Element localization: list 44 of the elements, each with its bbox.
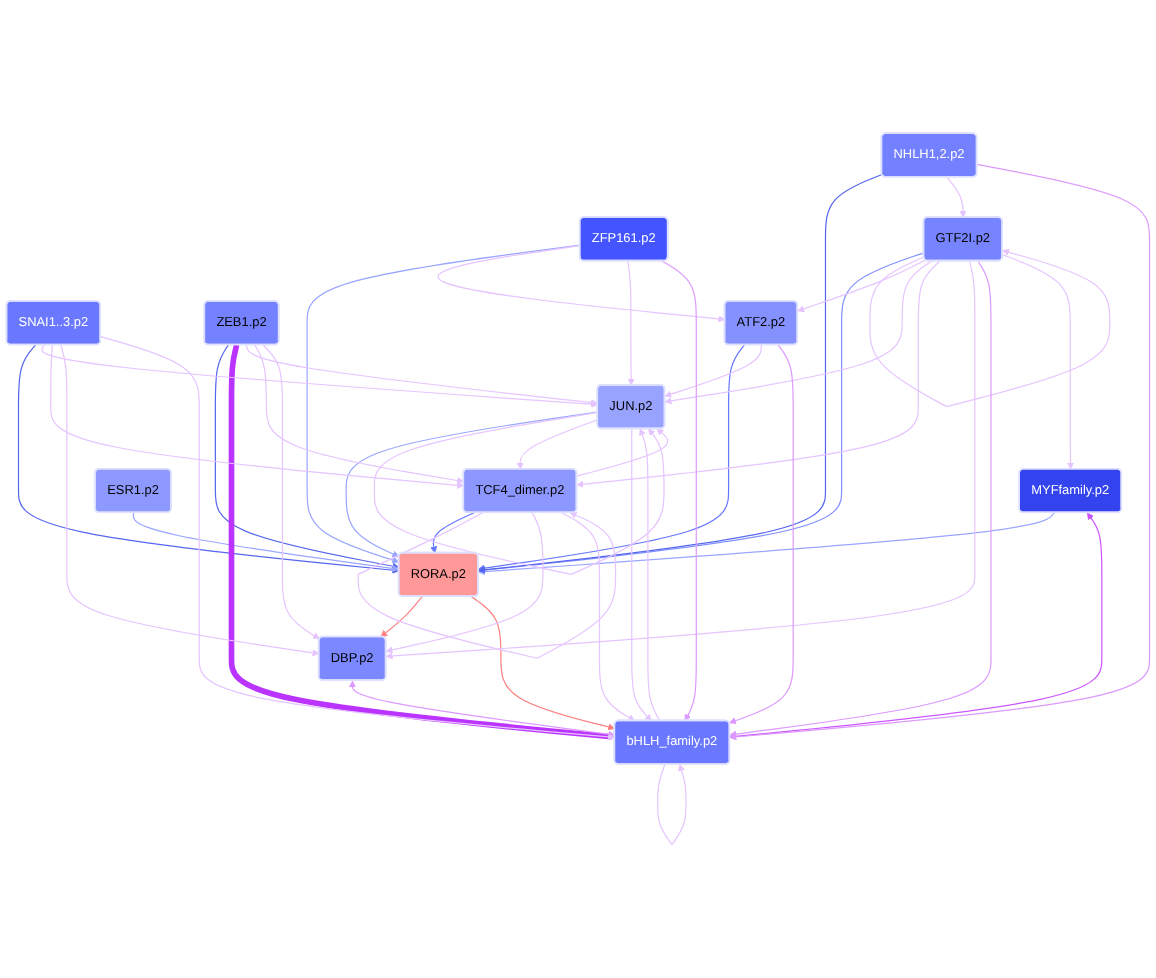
arrow [385, 260, 976, 660]
arrow [728, 344, 794, 725]
arrow [946, 176, 967, 218]
arrow [639, 428, 661, 722]
arrow [345, 411, 599, 558]
arrow [664, 344, 762, 398]
arrow [729, 260, 992, 738]
arrow [245, 344, 598, 407]
arrow [561, 512, 635, 722]
arrow [576, 428, 669, 477]
arrow [1001, 254, 1075, 470]
arrow [657, 763, 687, 846]
arrow [50, 344, 464, 489]
arrow [661, 260, 697, 722]
arrow [437, 245, 726, 323]
arrow [478, 173, 883, 574]
arrow [100, 336, 616, 741]
arrow [576, 260, 941, 488]
arrow [262, 344, 320, 640]
arrow [516, 419, 599, 470]
arrow [373, 411, 665, 575]
arrow [478, 512, 1055, 576]
arrow [478, 252, 925, 574]
arrow [132, 512, 400, 572]
arrow [478, 344, 746, 572]
arrow [631, 428, 652, 722]
arrow [729, 163, 1151, 741]
arrow [869, 248, 1111, 408]
arrow [348, 680, 616, 738]
arrow [470, 595, 616, 731]
arrow [214, 344, 400, 570]
arrow [228, 344, 616, 740]
arrow [41, 344, 598, 408]
arrow [60, 344, 320, 657]
arrow [17, 344, 400, 574]
arrow [380, 595, 423, 638]
arrow [430, 512, 475, 554]
arrow [797, 259, 926, 313]
arrow [357, 512, 617, 659]
arrow [254, 344, 464, 484]
arrow [627, 260, 635, 386]
arrow [664, 260, 933, 405]
arrow [385, 512, 544, 654]
arrow [306, 244, 581, 564]
